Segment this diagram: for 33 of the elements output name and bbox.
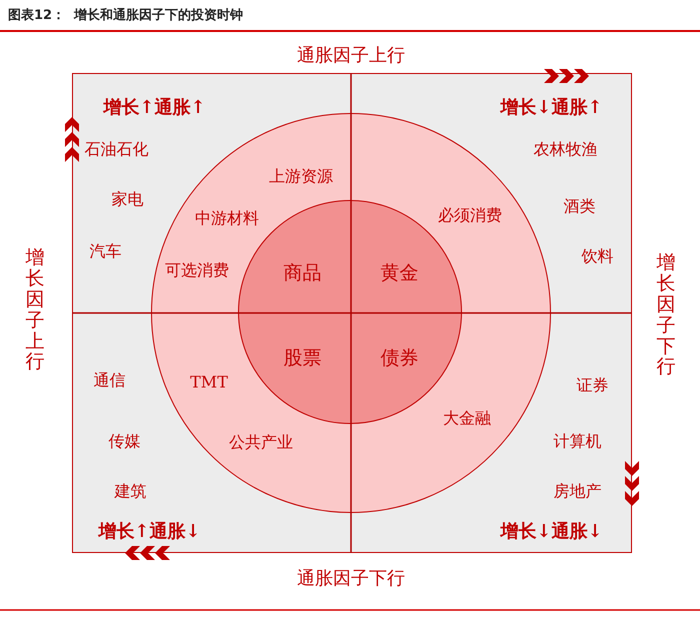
sector-label: 中游材料: [195, 208, 259, 230]
axis-label: 通胀因子上行: [297, 44, 405, 67]
asset-label: 黄金: [380, 260, 418, 286]
figure-title: 图表12： 增长和通胀因子下的投资时钟: [8, 7, 244, 24]
sector-label: 家电: [112, 189, 144, 210]
asset-label: 商品: [284, 260, 322, 286]
sector-label: 建筑: [114, 481, 146, 502]
sector-label: 饮料: [582, 246, 614, 267]
quadrant-heading: 增长↑通胀↓: [98, 520, 201, 542]
asset-label: 股票: [284, 346, 322, 370]
sector-label: 公共产业: [229, 432, 293, 454]
axis-label-vertical: 增长因子下行: [656, 252, 676, 378]
sector-label: 汽车: [90, 241, 122, 262]
axis-label-vertical: 增长因子上行: [26, 247, 44, 373]
quadrant-heading: 增长↓通胀↑: [500, 96, 603, 118]
quadrant-chart-panel: [72, 73, 632, 553]
quadrant-heading: 增长↓通胀↓: [500, 520, 603, 542]
sector-label: 可选消费: [165, 260, 229, 282]
sector-label: 房地产: [554, 481, 602, 502]
sector-label: 酒类: [564, 196, 596, 217]
sector-label: 大金融: [443, 408, 491, 430]
asset-label: 债券: [380, 346, 418, 370]
sector-label: 农林牧渔: [534, 139, 598, 160]
sector-label: 上游资源: [269, 166, 333, 188]
sector-label: TMT: [190, 372, 228, 392]
sector-label: 计算机: [554, 431, 602, 452]
sector-label: 通信: [94, 370, 126, 391]
axis-label: 通胀因子下行: [297, 567, 405, 590]
sector-label: 石油石化: [84, 139, 148, 160]
sector-label: 必须消费: [438, 206, 502, 226]
quadrant-heading: 增长↑通胀↑: [103, 96, 206, 118]
sector-label: 证券: [576, 375, 608, 396]
sector-label: 传媒: [108, 431, 140, 452]
